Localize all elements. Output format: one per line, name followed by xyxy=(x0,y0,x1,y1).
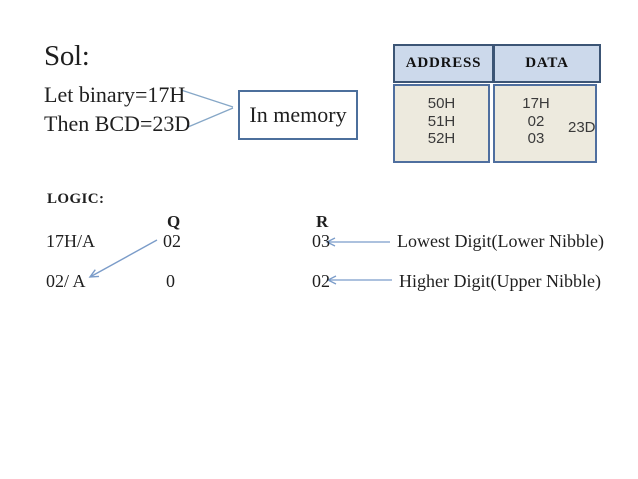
logic-row1-note: Lowest Digit(Lower Nibble) xyxy=(397,231,604,251)
data-row: 03 xyxy=(527,130,545,147)
data-cells-box: 17H 02 03 xyxy=(493,84,597,163)
diagonal-arrow-head xyxy=(88,269,100,278)
logic-row1-quotient: 02 xyxy=(163,231,181,251)
diagonal-arrow xyxy=(89,239,158,278)
bcd-result-label: 23D xyxy=(568,119,596,136)
address-row: 51H xyxy=(427,112,456,130)
in-memory-callout-box: In memory xyxy=(238,90,358,140)
in-memory-label: In memory xyxy=(249,102,347,127)
data-row: 02 xyxy=(527,112,545,130)
logic-row2-quotient: 0 xyxy=(166,271,175,291)
logic-heading: LOGIC: xyxy=(47,191,105,207)
bcd-value-line: Then BCD=23D xyxy=(44,111,191,136)
remainder-column-header: R xyxy=(316,212,329,231)
logic-row1-operation: 17H/A xyxy=(46,231,95,251)
address-row: 52H xyxy=(427,130,456,147)
logic-row1-remainder: 03 xyxy=(312,231,330,251)
logic-row2-remainder: 02 xyxy=(312,271,330,291)
solution-heading: Sol: xyxy=(44,40,90,72)
logic-row2-note: Higher Digit(Upper Nibble) xyxy=(399,271,601,291)
callout-line-top xyxy=(180,89,234,108)
address-cells-box: 50H 51H 52H xyxy=(393,84,490,163)
address-column-header: ADDRESS xyxy=(393,44,494,83)
data-column-header: DATA xyxy=(493,44,601,83)
data-row: 17H xyxy=(522,95,550,112)
callout-line-bottom xyxy=(187,107,234,128)
binary-value-line: Let binary=17H xyxy=(44,82,186,107)
logic-row2-operation: 02/ A xyxy=(46,271,86,291)
address-row: 50H xyxy=(427,95,456,112)
quotient-column-header: Q xyxy=(167,212,181,231)
